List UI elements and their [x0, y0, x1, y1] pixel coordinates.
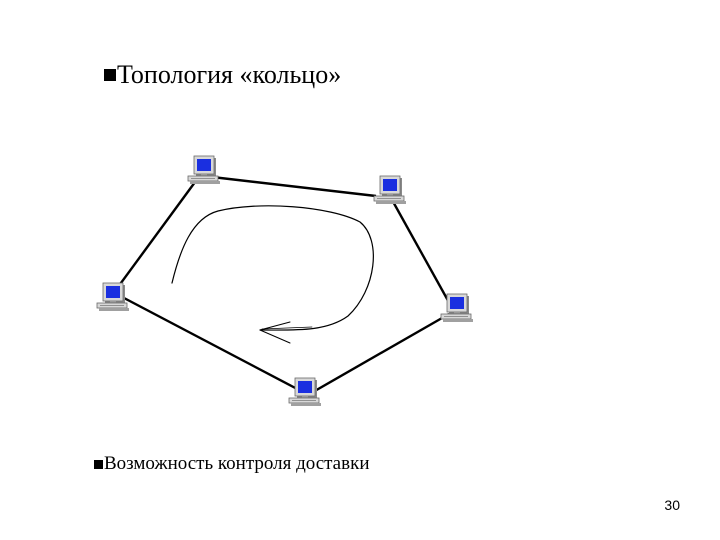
link-left-to-top-left: [117, 177, 199, 288]
link-top-left-to-top-right: [211, 175, 377, 198]
computer-top-left: [187, 155, 221, 185]
bullet-square-icon: [104, 69, 116, 81]
computer-icon: [288, 377, 322, 407]
computer-icon: [373, 175, 407, 205]
ring-links: [117, 175, 453, 394]
link-top-right-to-right: [389, 197, 453, 307]
computer-bottom: [288, 377, 322, 407]
slide-title-text: Топология «кольцо»: [117, 60, 342, 89]
computer-left: [96, 282, 130, 312]
slide-subtitle-text: Возможность контроля доставки: [104, 453, 370, 474]
computer-icon: [187, 155, 221, 185]
bullet-square-icon: [94, 459, 103, 469]
slide-title: Топология «кольцо»: [104, 60, 341, 90]
computer-icon: [96, 282, 130, 312]
circulation-arrow: [171, 205, 374, 344]
link-right-to-bottom: [312, 312, 450, 394]
slide-subtitle: Возможность контроля доставки: [94, 453, 369, 475]
link-bottom-to-left: [123, 296, 302, 393]
computer-top-right: [373, 175, 407, 205]
page-number: 30: [664, 497, 680, 513]
